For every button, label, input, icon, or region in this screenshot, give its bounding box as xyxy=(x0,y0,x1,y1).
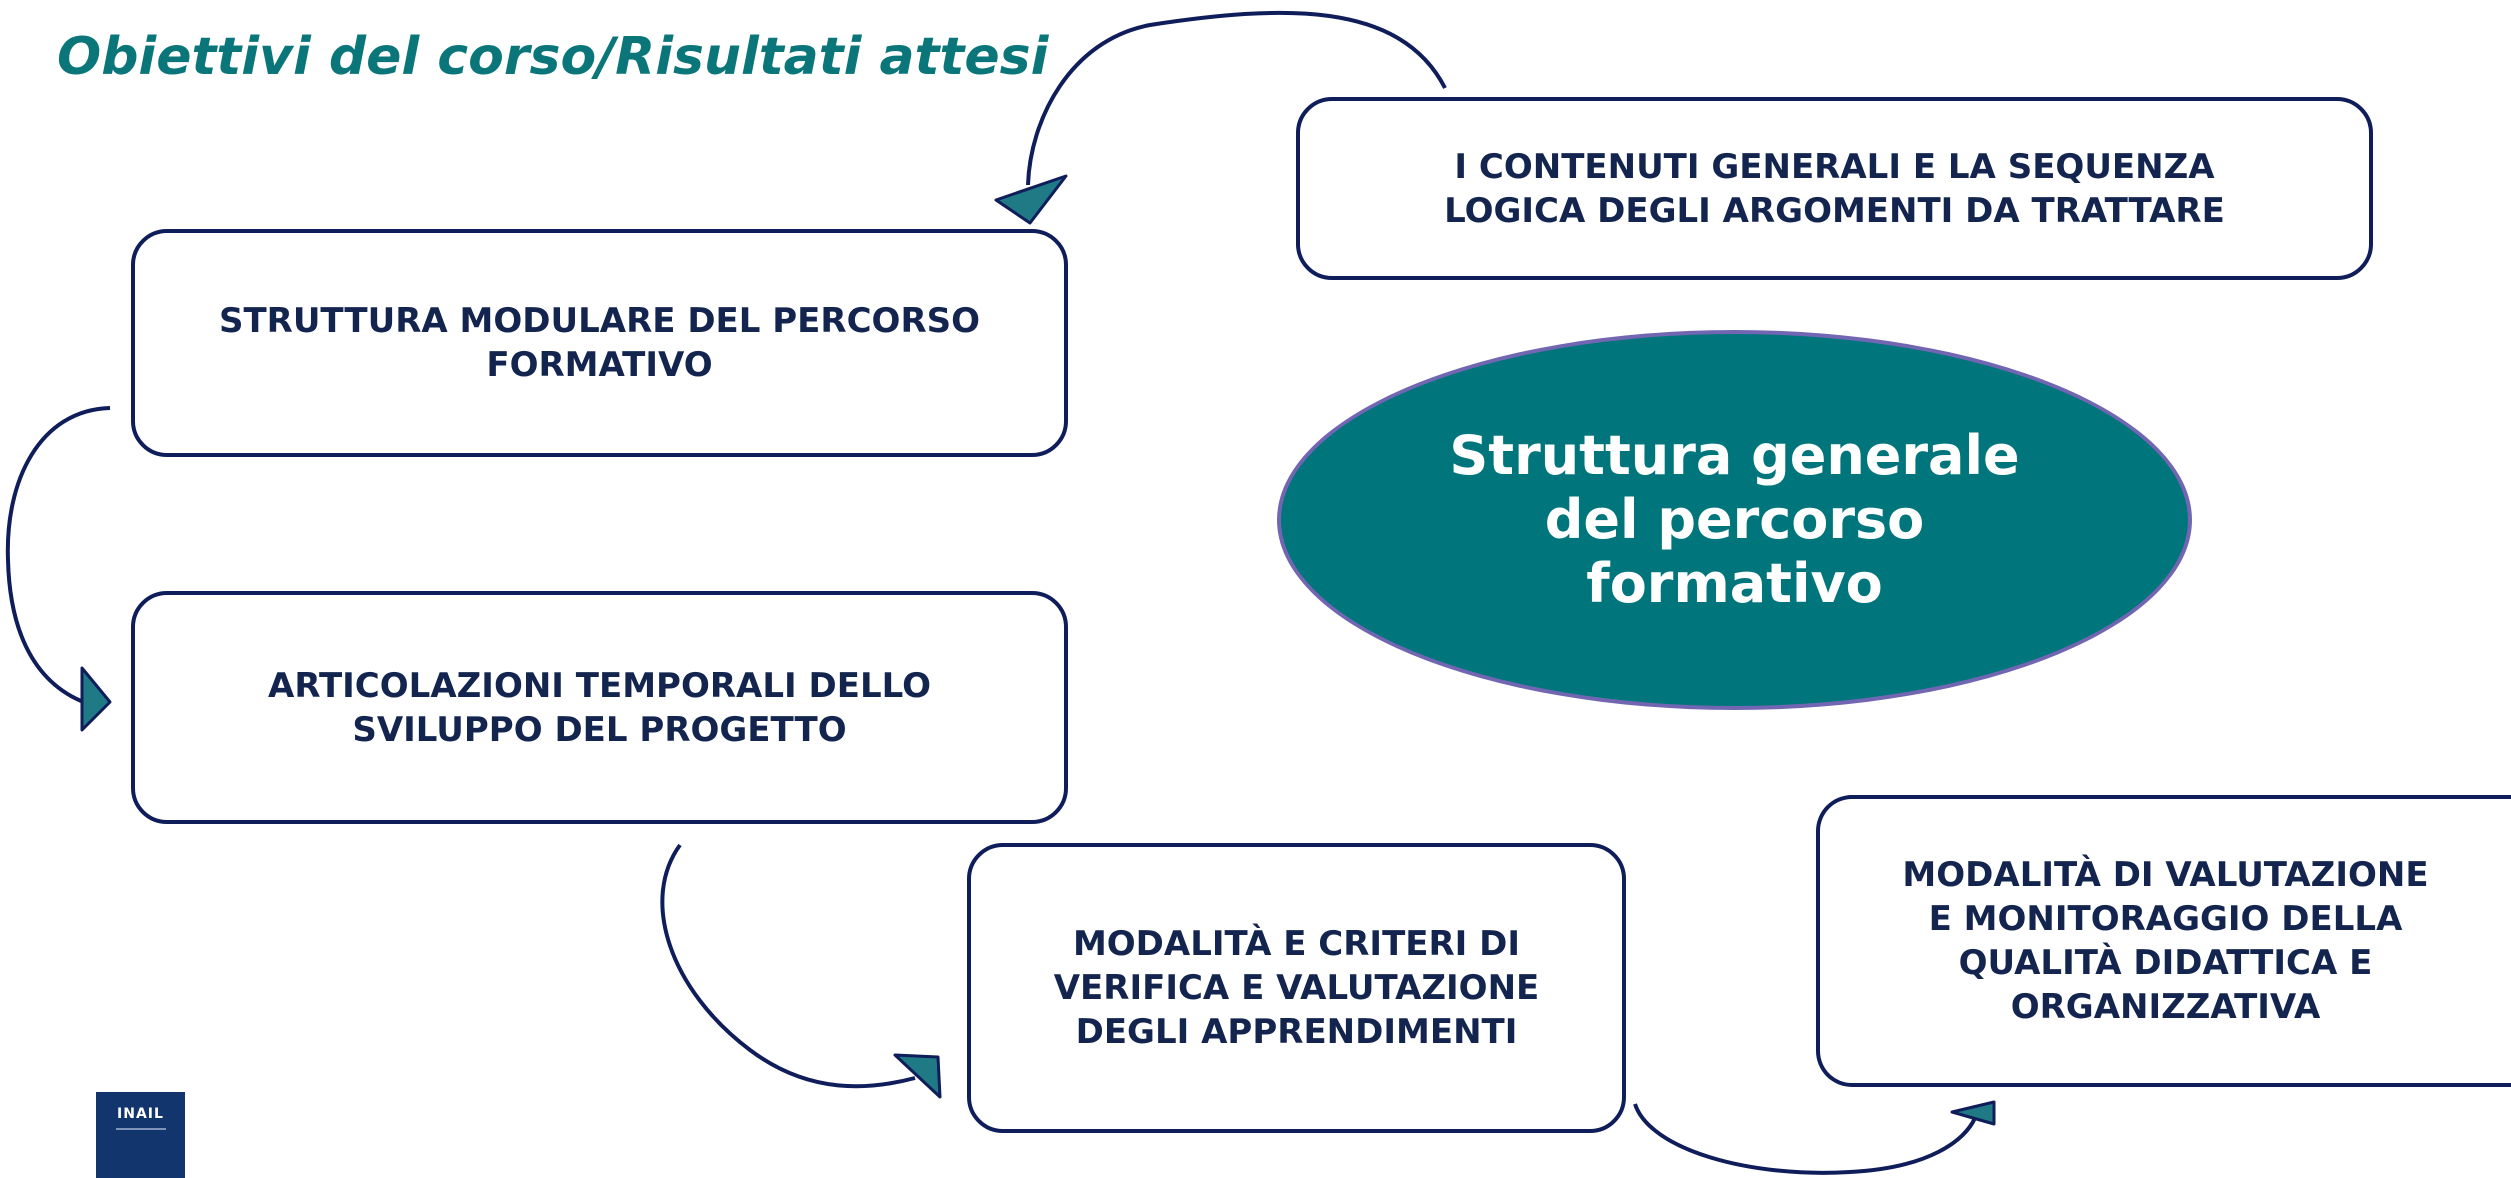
arrow-articolazioni-to-verifica xyxy=(660,843,916,1089)
arrowhead-struttura xyxy=(994,174,1068,225)
box-qualita-didattica-label: MODALITÀ DI VALUTAZIONE E MONITORAGGIO D… xyxy=(1902,855,2429,1027)
box-contenuti: I CONTENUTI GENERALI E LA SEQUENZA LOGIC… xyxy=(1296,97,2373,280)
arrowhead-articolazioni xyxy=(80,666,112,732)
arrowhead-qualita xyxy=(1950,1100,1996,1126)
box-struttura-modulare-label: STRUTTURA MODULARE DEL PERCORSO FORMATIV… xyxy=(218,301,981,385)
box-articolazioni-label: ARTICOLAZIONI TEMPORALI DELLO SVILUPPO D… xyxy=(268,665,931,750)
slide-title: Obiettivi del corso/Risultati attesi xyxy=(57,27,1049,87)
central-ellipse-label: Struttura generale del percorso formativ… xyxy=(1449,424,2020,615)
arrowhead-verifica xyxy=(893,1053,942,1099)
box-articolazioni: ARTICOLAZIONI TEMPORALI DELLO SVILUPPO D… xyxy=(131,591,1068,824)
box-struttura-modulare: STRUTTURA MODULARE DEL PERCORSO FORMATIV… xyxy=(131,229,1068,457)
arrow-verifica-to-qualita xyxy=(1633,1103,1977,1175)
box-contenuti-label: I CONTENUTI GENERALI E LA SEQUENZA LOGIC… xyxy=(1444,146,2225,231)
box-verifica-apprendimenti: MODALITÀ E CRITERI DI VERIFICA E VALUTAZ… xyxy=(967,843,1626,1133)
arrow-struttura-to-articolazioni xyxy=(5,406,111,708)
box-qualita-didattica: MODALITÀ DI VALUTAZIONE E MONITORAGGIO D… xyxy=(1816,795,2511,1087)
inail-logo: INAIL xyxy=(96,1092,185,1178)
logo-underline xyxy=(115,1128,166,1130)
box-verifica-apprendimenti-label: MODALITÀ E CRITERI DI VERIFICA E VALUTAZ… xyxy=(1053,924,1540,1052)
logo-text: INAIL xyxy=(117,1106,164,1122)
central-ellipse: Struttura generale del percorso formativ… xyxy=(1277,330,2192,710)
arrow-contenuti-to-struttura xyxy=(1026,10,1447,186)
